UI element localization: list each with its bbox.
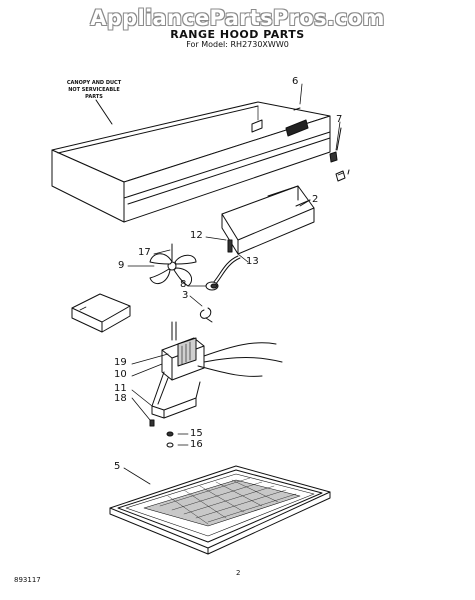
callout-7: 7 [336,114,343,125]
callout-18: 18 [114,393,127,404]
callout-8: 8 [180,279,187,290]
switch-knob-part [329,127,350,182]
callout-13: 13 [246,256,259,267]
screw-part [227,239,233,253]
watermark-text: AppliancePartsPros.com [90,6,385,30]
callout-leaders [123,83,341,485]
callout-17: 17 [138,247,151,258]
model-subtitle: For Model: RH2730XWW0 [186,40,289,49]
callout-5: 5 [114,461,121,472]
wire-connector [205,255,241,291]
grease-filter [109,465,331,555]
light-lens-panel [221,185,315,255]
callout-9: 9 [118,260,125,271]
callout-11: 11 [114,383,127,394]
callout-19: 19 [114,357,127,368]
callout-12: 12 [190,230,203,241]
page-title: RANGE HOOD PARTS [170,28,305,41]
canopy-note-line1: CANOPY AND DUCT [66,80,122,86]
canopy-note: CANOPY AND DUCT NOT SERVICEABLE PARTS [58,80,130,101]
clip-part [199,307,213,323]
callout-10: 10 [114,369,127,380]
canopy-note-leader [95,99,113,125]
footer-page-number: 2 [236,569,241,577]
callout-2: 2 [312,194,319,205]
charcoal-filter-box [71,293,131,333]
nut-washer [166,431,174,448]
callout-16: 16 [190,439,203,450]
motor-assembly [161,321,283,381]
mounting-bracket [149,371,201,427]
callout-3: 3 [182,290,189,301]
canopy-note-line3: PARTS [85,94,103,100]
callout-6: 6 [292,76,299,87]
callout-15: 15 [190,428,203,439]
footer-code: 893117 [14,576,41,584]
fan-blade [149,243,197,287]
canopy-note-line2: NOT SERVICEABLE [68,87,120,93]
control-panel [251,107,309,137]
